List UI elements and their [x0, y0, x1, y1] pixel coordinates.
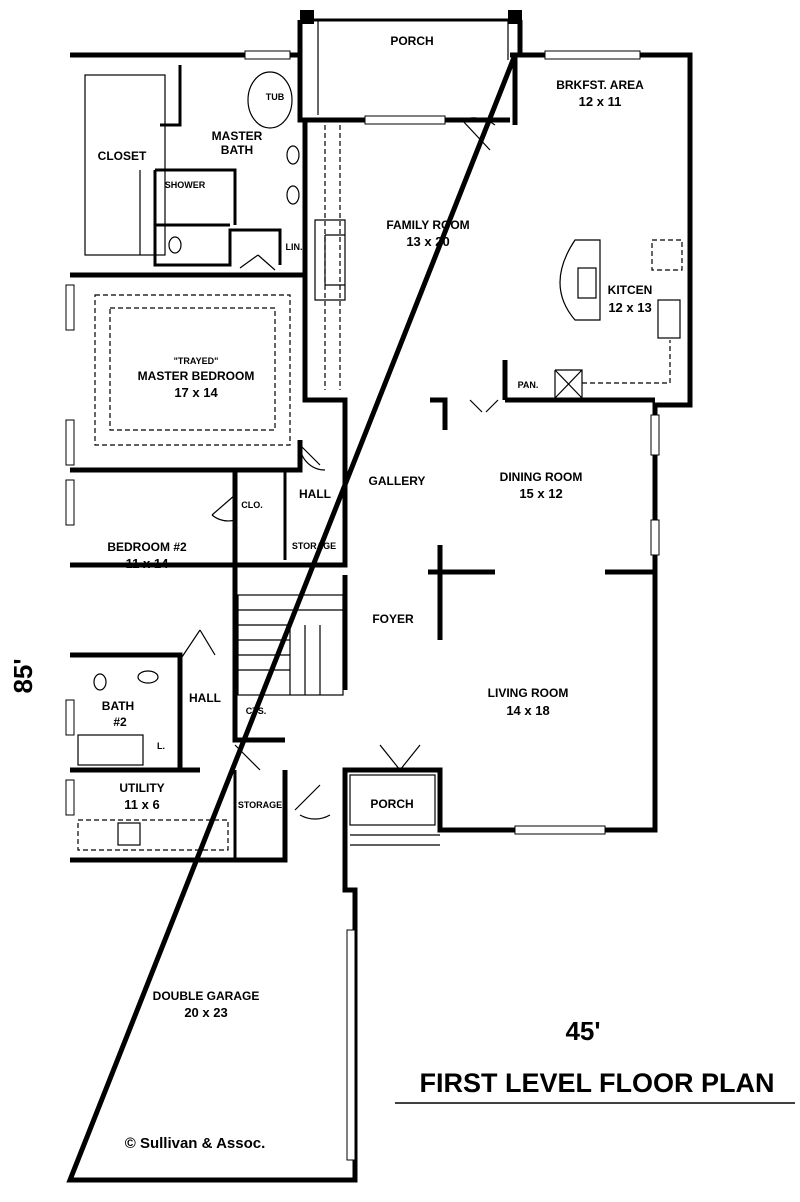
storage-label-2: STORAGE [238, 800, 282, 810]
window [65, 479, 75, 526]
breakfast-label: BRKFST. AREA [556, 78, 644, 92]
bedroom2-size: 11 x 14 [126, 556, 169, 571]
clo-label: CLO. [241, 500, 263, 510]
window [244, 50, 291, 60]
living-room-label: LIVING ROOM [488, 686, 569, 700]
porch-top-label: PORCH [390, 34, 433, 48]
trayed-ceiling [94, 294, 291, 446]
living-room-size: 14 x 18 [506, 703, 549, 718]
bath2-label: BATH [102, 699, 134, 713]
fireplace [314, 219, 346, 301]
linen-label: LIN. [286, 242, 303, 252]
master-bedroom-label: MASTER BEDROOM [138, 369, 255, 383]
depth-dimension: 85' [8, 658, 38, 693]
fixtures [77, 71, 683, 851]
master-bedroom-size: 17 x 14 [174, 385, 218, 400]
sink [286, 185, 300, 205]
porch-post [508, 10, 522, 24]
closet-shelf [84, 74, 166, 256]
window [65, 699, 75, 736]
front-porch [349, 774, 436, 826]
sink [286, 145, 300, 165]
family-room-size: 13 x 20 [406, 234, 449, 249]
utility-label: UTILITY [119, 781, 164, 795]
foyer-label: FOYER [372, 612, 414, 626]
dining-room-size: 15 x 12 [519, 486, 562, 501]
garage-label: DOUBLE GARAGE [153, 989, 260, 1003]
bath2-num: #2 [113, 715, 127, 729]
kitchen-island [559, 239, 601, 321]
hall-label-2: HALL [189, 691, 221, 705]
breakfast-size: 12 x 11 [579, 94, 622, 109]
interior-walls [70, 65, 655, 863]
utility-size: 11 x 6 [124, 797, 159, 812]
toilet [93, 673, 107, 691]
window [65, 419, 75, 466]
room-labels: PORCH BRKFST. AREA 12 x 11 MASTER BATH T… [98, 34, 653, 1020]
cts-label: CTS. [246, 706, 267, 716]
range [657, 299, 681, 339]
bedroom2-label: BEDROOM #2 [107, 540, 187, 554]
window [65, 779, 75, 816]
tub [247, 71, 293, 129]
porch-post [300, 10, 314, 24]
tub-label: TUB [266, 92, 285, 102]
window [544, 50, 641, 60]
garage-size: 20 x 23 [184, 1005, 227, 1020]
garage-door [346, 929, 356, 1161]
bathtub [77, 734, 144, 766]
exterior-walls [66, 18, 693, 1183]
window [65, 284, 75, 331]
plan-title: FIRST LEVEL FLOOR PLAN [419, 1068, 774, 1098]
window [650, 519, 660, 556]
master-bath-label-1: MASTER [212, 129, 263, 143]
family-room-label: FAMILY ROOM [386, 218, 469, 232]
utility-sink [117, 822, 141, 846]
width-dimension: 45' [565, 1016, 600, 1046]
window [514, 825, 606, 835]
shower-label: SHOWER [165, 180, 206, 190]
storage-label-1: STORAGE [292, 541, 336, 551]
window [364, 115, 446, 125]
pantry-label: PAN. [518, 380, 539, 390]
copyright: © Sullivan & Assoc. [125, 1135, 266, 1152]
l-label: L. [157, 741, 165, 751]
windows [65, 50, 660, 1161]
sink [137, 670, 159, 684]
kitchen-sink [577, 267, 597, 299]
trayed-note: "TRAYED" [174, 356, 219, 366]
fridge [651, 239, 683, 271]
master-bath-label-2: BATH [221, 143, 253, 157]
kitchen-label: KITCEN [608, 283, 653, 297]
window [650, 414, 660, 456]
stairs [237, 594, 344, 696]
doors [179, 117, 499, 820]
closet-label: CLOSET [98, 149, 147, 163]
kitchen-size: 12 x 13 [608, 300, 651, 315]
dining-room-label: DINING ROOM [500, 470, 583, 484]
toilet [168, 236, 182, 254]
hall-label-1: HALL [299, 487, 331, 501]
utility-counter [77, 819, 229, 851]
front-porch-label: PORCH [370, 797, 413, 811]
gallery-label: GALLERY [369, 474, 426, 488]
